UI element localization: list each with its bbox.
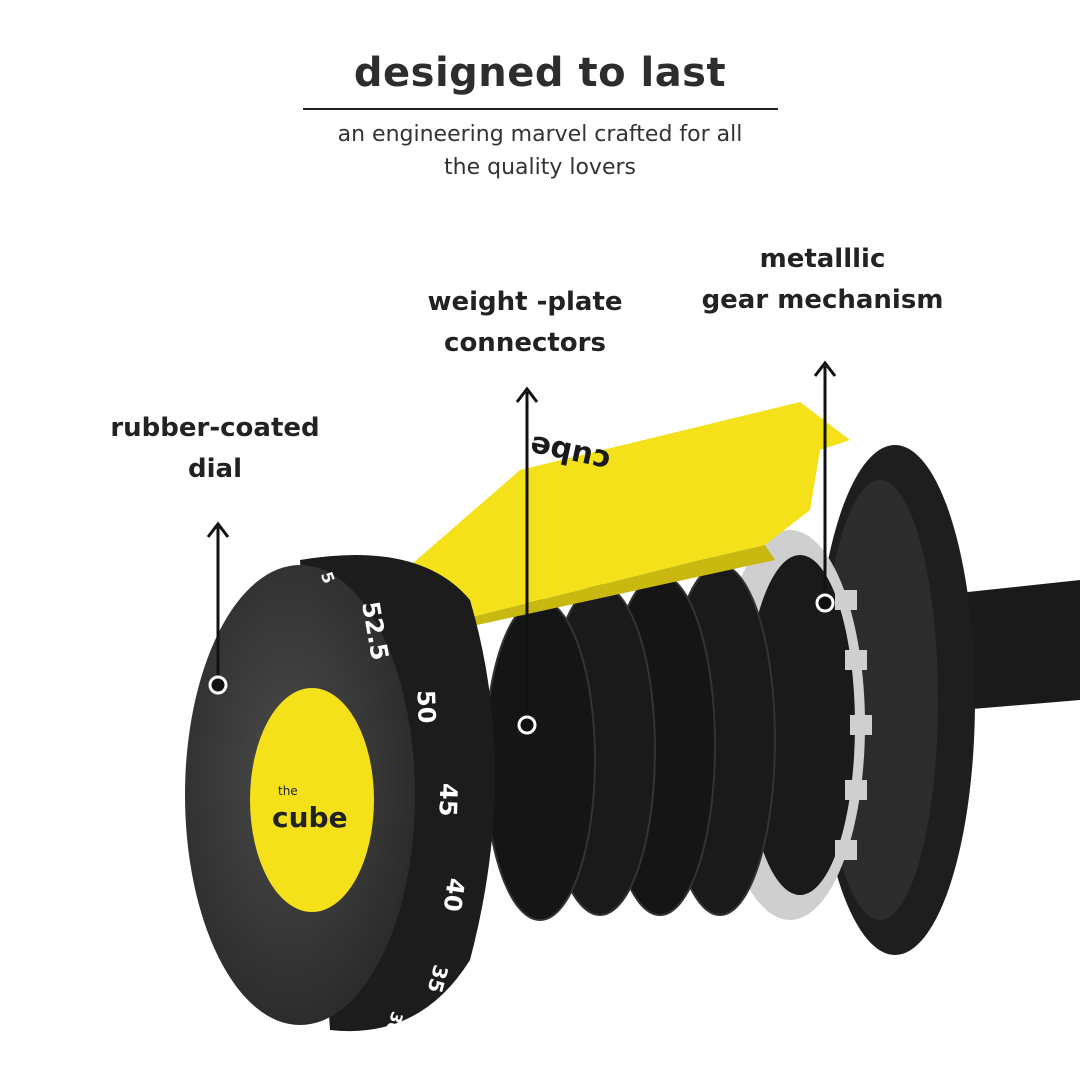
callout-dot [208, 675, 228, 695]
callout-line: weight -plate [427, 287, 623, 317]
svg-text:the: the [278, 784, 298, 798]
callout-plate-connectors: weight -plate connectors [400, 282, 650, 364]
dial-number: 45 [433, 783, 462, 817]
title-divider [303, 108, 778, 110]
callout-line: connectors [444, 328, 606, 358]
dial-number: 50 [411, 689, 440, 723]
subtitle-line-1: an engineering marvel crafted for all [337, 122, 743, 147]
callout-gear-mechanism: metalllic gear mechanism [680, 239, 965, 321]
weight-plate [484, 599, 596, 921]
page-subtitle: an engineering marvel crafted for all th… [290, 118, 790, 184]
yellow-housing [405, 402, 850, 625]
callout-rubber-dial: rubber-coated dial [90, 408, 340, 490]
callout-line: metalllic [759, 244, 886, 274]
callout-dot [517, 715, 537, 735]
dial-center-cap [250, 688, 374, 912]
subtitle-line-2: the quality lovers [444, 155, 636, 180]
callout-line: dial [188, 454, 242, 484]
page-title: designed to last [353, 50, 727, 96]
callout-line: rubber-coated [110, 413, 320, 443]
callout-dot [815, 593, 835, 613]
dial-number: 40 [438, 876, 470, 913]
handle-bar [940, 580, 1080, 710]
callout-line: gear mechanism [701, 285, 944, 315]
dial-logo: cube [272, 801, 348, 834]
